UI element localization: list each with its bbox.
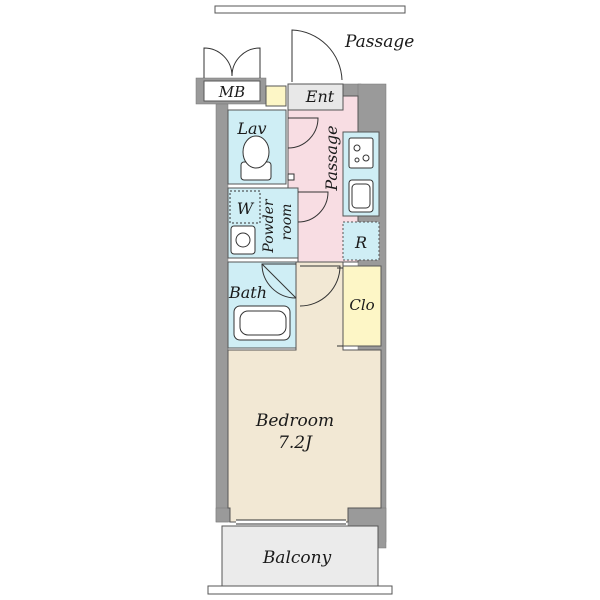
bedroom-size-label: 7.2J (278, 433, 313, 453)
bath-label: Bath (228, 283, 267, 302)
powder-room-label-line1: Powder (261, 198, 277, 254)
passage-outside-label: Passage (344, 32, 414, 52)
balcony-edge (207, 585, 393, 595)
balcony-label: Balcony (262, 548, 332, 568)
powder-room-label-line2: room (279, 204, 295, 241)
stove-icon (348, 137, 374, 169)
closet-label: Clo (349, 296, 374, 314)
drain-icon (287, 173, 295, 181)
washer-label: W (237, 199, 255, 218)
lavatory-label: Lav (236, 119, 266, 138)
entrance-label: Ent (305, 87, 335, 106)
passage-inside-label: Passage (322, 125, 341, 191)
sink-icon (230, 225, 256, 255)
closet-floor (342, 265, 382, 347)
refrigerator-label: R (354, 233, 367, 252)
mb-label: MB (218, 83, 245, 101)
doors (203, 29, 346, 525)
washer-space (229, 190, 261, 224)
entrance-floor (287, 83, 344, 111)
mb-box (203, 80, 261, 102)
kitchen-sink-icon (348, 179, 374, 213)
toilet-icon (240, 135, 272, 181)
bedroom-label: Bedroom (255, 411, 334, 431)
passage-floor (287, 95, 359, 263)
corridor-edge (214, 5, 406, 14)
balcony-floor (221, 525, 379, 589)
bathtub-icon (233, 305, 291, 341)
shoe-cabinet (265, 85, 287, 107)
fridge-space (342, 221, 380, 261)
